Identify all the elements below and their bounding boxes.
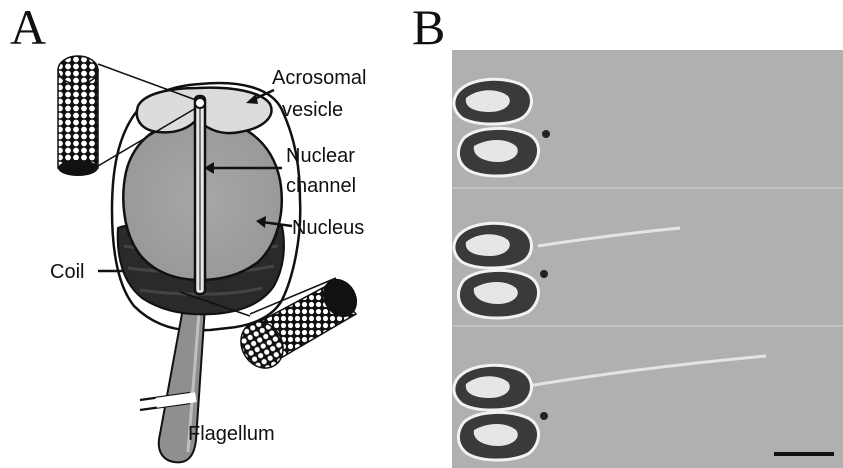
label-nucleus: Nucleus [292,217,364,239]
label-coil: Coil [50,261,84,283]
label-vesicle: vesicle [282,99,343,121]
micrograph [452,50,843,468]
label-flagellum: Flagellum [188,423,275,445]
scale-bar [774,452,834,456]
microtubule-bundle-top [58,56,98,176]
label-nuclear: Nuclear [286,145,355,167]
sperm-diagram: Acrosomal vesicle Nuclear channel Nucleu… [50,56,366,462]
label-channel: channel [286,175,356,197]
label-acrosomal: Acrosomal [272,67,366,89]
